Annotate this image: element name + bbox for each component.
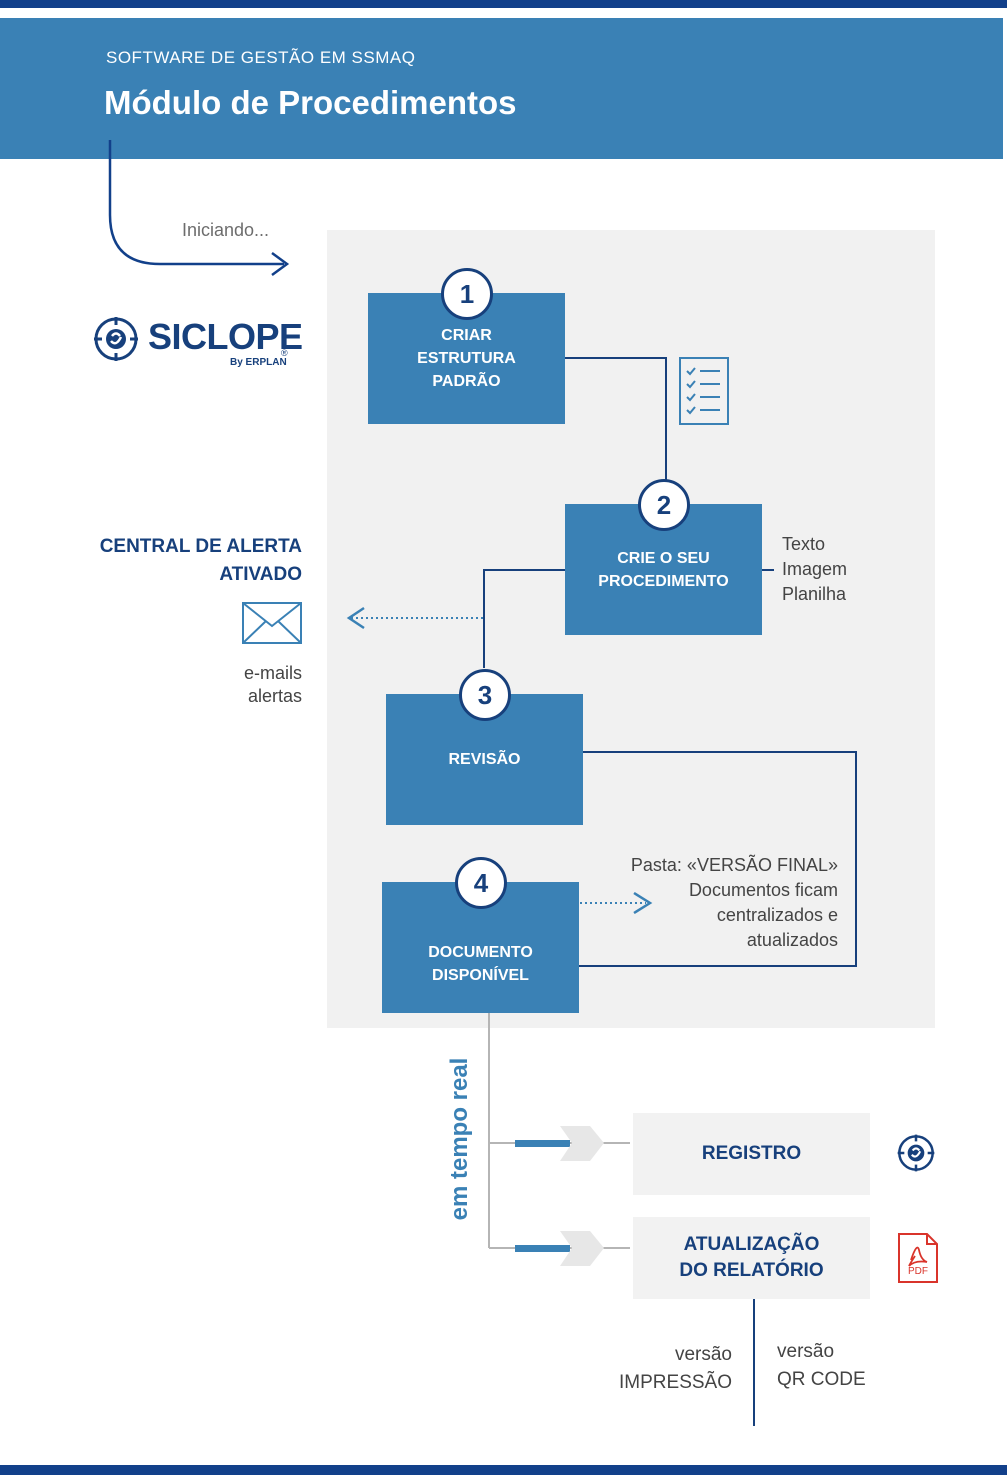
start-arrow [108, 140, 284, 266]
step-3-line: REVISÃO [448, 751, 521, 768]
step-4-number: 4 [455, 857, 507, 909]
output-relatorio-line: ATUALIZAÇÃO [683, 1234, 820, 1255]
siclope-logo-icon [92, 315, 140, 363]
header-subtitle: SOFTWARE DE GESTÃO EM SSMAQ [106, 48, 416, 67]
version-print-line: versão [674, 1344, 732, 1365]
alert-caption: e-mails alertas [182, 662, 302, 708]
logo-byline: By ERPLAN [230, 357, 287, 368]
version-print: versão IMPRESSÃO [590, 1341, 732, 1397]
pdf-icon-label: PDF [908, 1266, 928, 1277]
step-1-line: CRIAR [441, 327, 492, 344]
connector-3-4 [579, 751, 857, 967]
alert-title-line: ATIVADO [219, 564, 302, 585]
final-folder-line: Pasta: «VERSÃO FINAL» [630, 855, 838, 875]
final-folder-line: atualizados [746, 930, 838, 950]
connector-2-3 [483, 569, 565, 668]
version-qrcode-line: versão [777, 1341, 835, 1362]
checklist-icon [678, 356, 730, 426]
output-registro: REGISTRO [633, 1113, 870, 1195]
top-border [0, 0, 1007, 8]
page-title: Módulo de Procedimentos [104, 84, 517, 121]
step-1-line: PADRÃO [432, 373, 501, 390]
version-qrcode-line: QR CODE [777, 1369, 866, 1390]
output-relatorio: ATUALIZAÇÃO DO RELATÓRIO [633, 1217, 870, 1299]
type-spreadsheet: Planilha [782, 584, 847, 604]
step-1-line: ESTRUTURA [417, 350, 516, 367]
step-2-line: PROCEDIMENTO [598, 572, 729, 590]
alert-caption-line: alertas [247, 686, 302, 706]
step-3-number: 3 [459, 669, 511, 721]
logo-registered: ® [281, 348, 288, 358]
type-text: Texto [782, 534, 826, 554]
step-2-types: Texto Imagem Planilha [782, 532, 847, 607]
logo-name: SICLOPE [148, 316, 303, 357]
type-image: Imagem [782, 559, 848, 579]
final-folder-line: centralizados e [716, 905, 838, 925]
realtime-branch [488, 1013, 630, 1249]
bottom-border [0, 1465, 1007, 1475]
branch-marker-2 [515, 1231, 604, 1266]
step-4-line: DOCUMENTO [428, 943, 533, 961]
step-4-line: DISPONÍVEL [432, 966, 529, 984]
final-folder-note: Pasta: «VERSÃO FINAL» Documentos ficam c… [590, 853, 838, 953]
output-relatorio-line: DO RELATÓRIO [679, 1260, 824, 1281]
start-label: Iniciando... [182, 220, 270, 240]
realtime-label: em tempo real [446, 1057, 473, 1221]
step-2-number: 2 [638, 479, 690, 531]
connector-1-2 [565, 357, 667, 490]
alert-title-line: CENTRAL DE ALERTA [99, 536, 302, 557]
version-print-line: IMPRESSÃO [619, 1372, 732, 1393]
output-registro-label: REGISTRO [701, 1143, 802, 1164]
step-1-number: 1 [441, 268, 493, 320]
alert-caption-line: e-mails [243, 663, 302, 683]
email-icon [242, 602, 302, 644]
header-banner [0, 18, 1003, 159]
siclope-icon [896, 1133, 936, 1173]
final-folder-line: Documentos ficam [688, 880, 838, 900]
pdf-icon: PDF [897, 1232, 939, 1284]
step-2-line: CRIE O SEU [617, 549, 710, 567]
alert-title: CENTRAL DE ALERTA ATIVADO [40, 533, 302, 589]
version-qrcode: versão QR CODE [777, 1338, 866, 1394]
branch-marker-1 [515, 1126, 604, 1161]
